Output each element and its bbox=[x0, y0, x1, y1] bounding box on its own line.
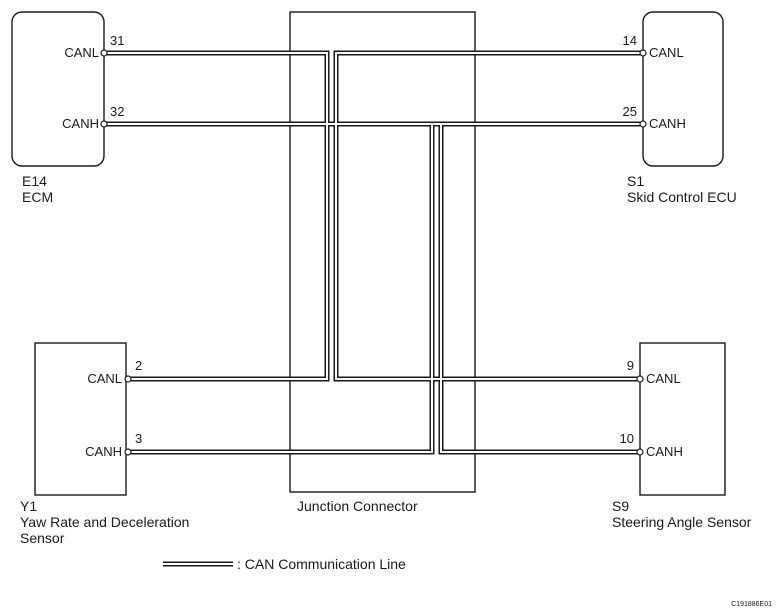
yaw-name-line1: Yaw Rate and Deceleration bbox=[20, 514, 189, 530]
skid-control-ecu-box bbox=[642, 11, 724, 167]
skid-pin-canh: 25 bbox=[623, 104, 637, 119]
skid-pin-canl: 14 bbox=[623, 33, 637, 48]
skid-code: S1 bbox=[627, 173, 644, 189]
steer-pin-canl: 9 bbox=[627, 358, 634, 373]
steer-code: S9 bbox=[612, 498, 629, 514]
wire-canh-drop-right bbox=[438, 124, 640, 455]
terminal-skid-canh bbox=[639, 120, 647, 128]
yaw-name-line2: Sensor bbox=[20, 530, 65, 546]
skid-canh-label: CANH bbox=[649, 116, 686, 131]
terminal-ecm-canl bbox=[100, 49, 108, 57]
yaw-pin-canl: 2 bbox=[135, 358, 142, 373]
wire-canh-drop-left bbox=[128, 124, 435, 455]
yaw-canh-label: CANH bbox=[85, 444, 122, 459]
steering-angle-sensor-box bbox=[639, 342, 726, 496]
skid-canl-label: CANL bbox=[649, 45, 684, 60]
terminal-skid-canl bbox=[639, 49, 647, 57]
steer-canh-label: CANH bbox=[646, 444, 683, 459]
ecm-canh-label: CANH bbox=[62, 116, 99, 131]
junction-connector-label: Junction Connector bbox=[297, 498, 418, 514]
terminal-yaw-canh bbox=[124, 448, 132, 456]
steer-name: Steering Angle Sensor bbox=[612, 514, 752, 530]
terminal-yaw-canl bbox=[124, 375, 132, 383]
wire-ecm-canl bbox=[104, 50, 330, 382]
skid-name: Skid Control ECU bbox=[627, 189, 737, 205]
legend: : CAN Communication Line bbox=[163, 556, 406, 572]
terminal-ecm-canh bbox=[100, 120, 108, 128]
terminal-steer-canl bbox=[636, 375, 644, 383]
yaw-rate-sensor-box bbox=[34, 342, 127, 496]
yaw-code: Y1 bbox=[20, 498, 37, 514]
wire-skid-canl bbox=[333, 50, 643, 382]
ecm-pin-canh: 32 bbox=[110, 104, 124, 119]
ecm-code: E14 bbox=[22, 173, 47, 189]
yaw-pin-canh: 3 bbox=[135, 431, 142, 446]
figure-code: C191886E01 bbox=[731, 601, 772, 608]
legend-text: : CAN Communication Line bbox=[237, 556, 406, 572]
terminal-steer-canh bbox=[636, 448, 644, 456]
steer-pin-canh: 10 bbox=[620, 431, 634, 446]
ecm-name: ECM bbox=[22, 189, 53, 205]
ecm-box bbox=[11, 11, 105, 167]
junction-connector-box bbox=[289, 11, 476, 493]
yaw-canl-label: CANL bbox=[87, 371, 122, 386]
ecm-canl-label: CANL bbox=[64, 45, 99, 60]
steer-canl-label: CANL bbox=[646, 371, 681, 386]
can-wires bbox=[104, 50, 643, 455]
ecm-pin-canl: 31 bbox=[110, 33, 124, 48]
